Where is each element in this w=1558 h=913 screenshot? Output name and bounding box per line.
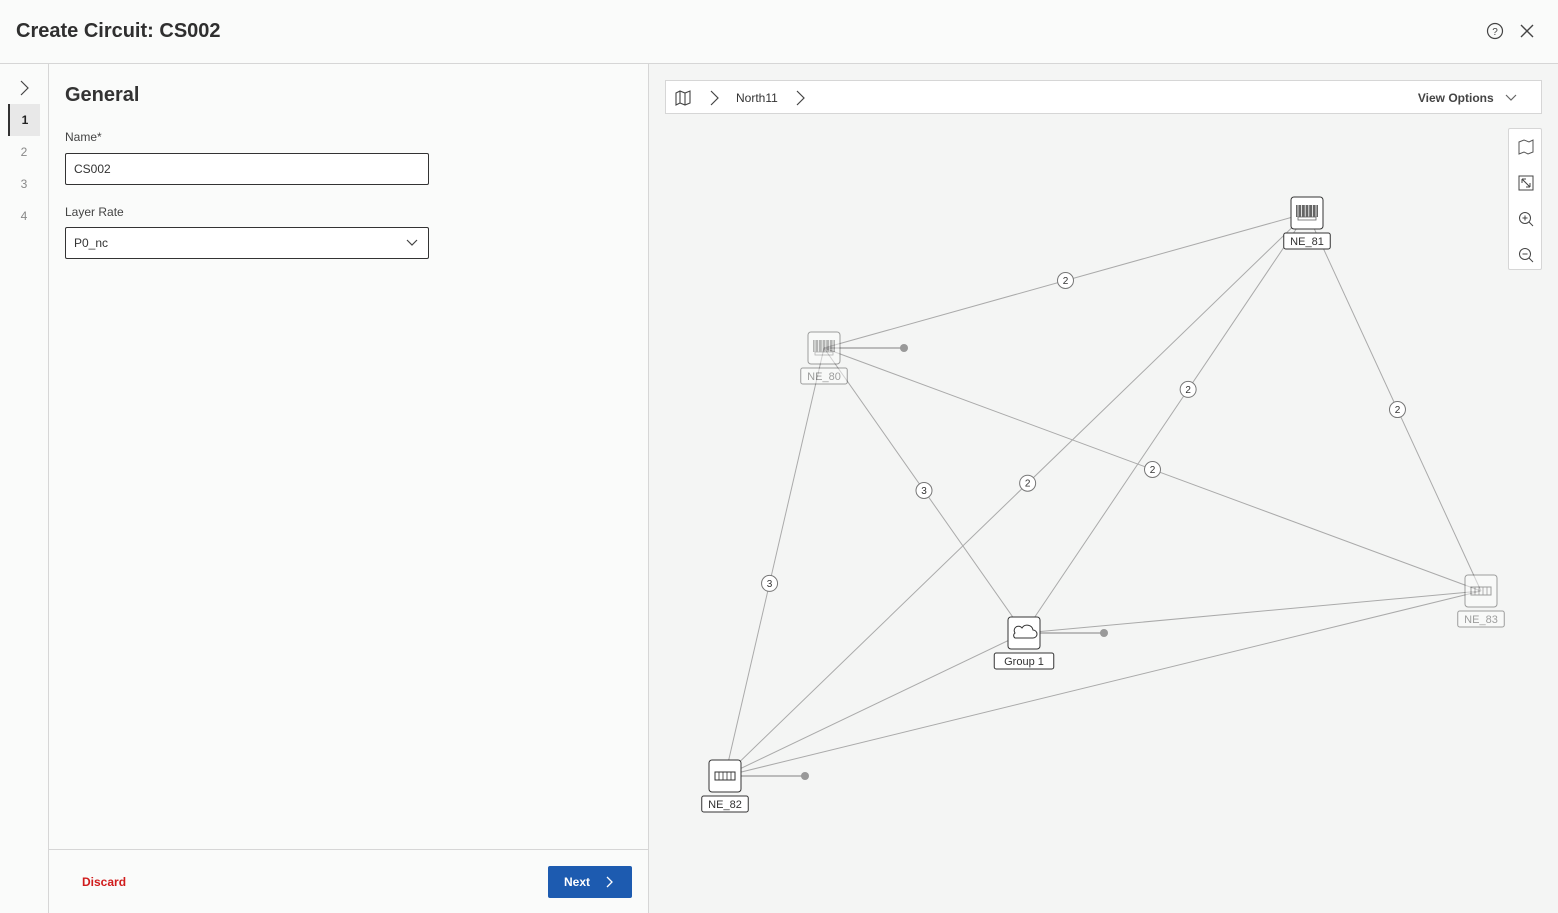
link-count-badge[interactable]: 2 — [1057, 272, 1074, 289]
cloud-icon — [1013, 624, 1038, 639]
link-count-text: 3 — [921, 486, 927, 497]
node-NE_81[interactable]: NE_81 — [1283, 196, 1331, 250]
name-label: Name* — [65, 130, 102, 144]
link-NE_82-NE_83[interactable] — [724, 590, 1482, 777]
link-count-text: 3 — [767, 579, 773, 590]
view-options-label: View Options — [1417, 91, 1494, 105]
layer-rate-label: Layer Rate — [65, 205, 124, 219]
port-endpoint[interactable] — [1100, 629, 1108, 637]
rack-icon — [1296, 205, 1318, 217]
card-icon — [714, 771, 736, 781]
dialog-title: Create Circuit: CS002 — [16, 20, 221, 42]
link-Group1-NE_82[interactable] — [724, 632, 1025, 777]
node-label: NE_83 — [1464, 614, 1498, 626]
port-endpoint[interactable] — [900, 344, 908, 352]
link-NE_81-Group1[interactable] — [1023, 212, 1308, 634]
map-help-icon[interactable] — [1516, 137, 1536, 157]
map-breadcrumb: North11 View Options — [665, 80, 1542, 114]
step-1[interactable]: 1 — [8, 104, 40, 136]
map-icon[interactable] — [674, 89, 692, 107]
card-icon — [1470, 586, 1492, 596]
link-NE_81-NE_82[interactable] — [724, 212, 1308, 777]
chevron-down-icon — [1505, 94, 1517, 101]
node-NE_80[interactable]: NE_80 — [800, 331, 848, 385]
next-label: Next — [564, 875, 591, 889]
map-toolbar — [1508, 128, 1542, 270]
link-count-badge[interactable]: 2 — [1019, 474, 1037, 492]
node-label: NE_81 — [1290, 236, 1324, 248]
link-Group1-NE_83[interactable] — [1023, 590, 1482, 634]
node-Group1[interactable]: Group 1 — [993, 616, 1055, 670]
zoom-in-icon[interactable] — [1516, 209, 1536, 229]
breadcrumb-chevron-icon[interactable] — [794, 89, 806, 107]
fit-to-screen-icon[interactable] — [1516, 173, 1536, 193]
dialog-header: Create Circuit: CS002 ? — [0, 0, 1558, 64]
node-NE_83[interactable]: NE_83 — [1457, 574, 1505, 628]
link-count-badge[interactable]: 2 — [1144, 461, 1161, 478]
svg-text:?: ? — [1492, 27, 1498, 38]
view-options-dropdown[interactable]: View Options — [1418, 91, 1517, 105]
layer-rate-value: P0_nc — [74, 236, 109, 250]
node-label: NE_80 — [807, 371, 841, 383]
step-3[interactable]: 3 — [20, 177, 28, 191]
form-footer: Discard Next — [49, 849, 649, 913]
expand-chevron-icon[interactable] — [14, 78, 34, 98]
general-form: General Name* CS002 Layer Rate P0_nc Dis… — [49, 64, 649, 913]
breadcrumb-chevron-icon — [710, 90, 719, 106]
link-NE_80-NE_82[interactable] — [724, 347, 825, 777]
link-count-text: 2 — [1025, 479, 1031, 490]
name-input[interactable]: CS002 — [65, 153, 429, 185]
link-count-badge[interactable]: 3 — [761, 574, 779, 592]
breadcrumb-north11[interactable]: North11 — [736, 91, 778, 105]
next-button[interactable]: Next — [548, 866, 632, 898]
node-label: Group 1 — [1004, 656, 1044, 668]
link-count-text: 2 — [1150, 465, 1156, 476]
discard-button[interactable]: Discard — [82, 875, 127, 889]
step-rail: 1 2 3 4 — [0, 64, 49, 913]
link-count-text: 2 — [1185, 385, 1191, 396]
port-endpoint[interactable] — [801, 772, 809, 780]
layer-rate-select[interactable]: P0_nc — [65, 227, 429, 259]
link-count-badge[interactable]: 2 — [1179, 380, 1197, 398]
close-icon[interactable] — [1517, 21, 1537, 41]
step-4[interactable]: 4 — [20, 209, 28, 223]
rack-icon — [813, 340, 835, 352]
link-count-badge[interactable]: 3 — [915, 482, 933, 499]
link-count-text: 2 — [1063, 276, 1069, 287]
help-icon[interactable]: ? — [1485, 21, 1505, 41]
link-count-badge[interactable]: 2 — [1388, 401, 1406, 419]
chevron-right-icon — [606, 876, 613, 888]
chevron-down-icon — [406, 239, 418, 246]
link-count-text: 2 — [1395, 405, 1401, 416]
node-NE_82[interactable]: NE_82 — [701, 759, 749, 813]
node-label: NE_82 — [708, 799, 742, 811]
section-title: General — [65, 84, 140, 106]
zoom-out-icon[interactable] — [1516, 245, 1536, 265]
step-2[interactable]: 2 — [20, 145, 28, 159]
